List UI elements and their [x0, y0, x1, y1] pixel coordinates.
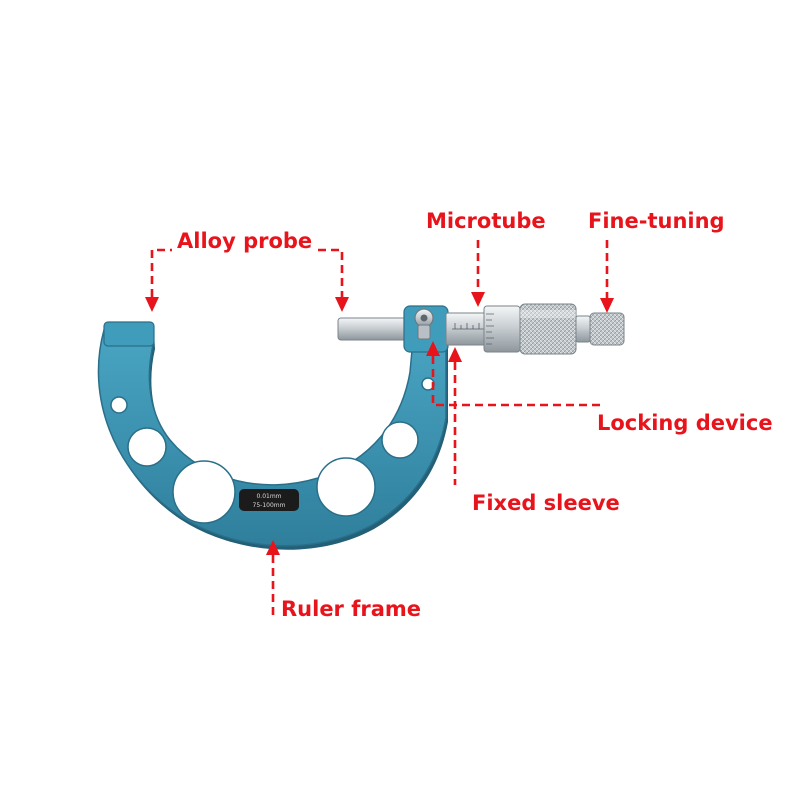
thimble-graduations: [486, 313, 494, 345]
frame-hole-left-upper: [127, 427, 167, 467]
ratchet: [589, 312, 625, 346]
micrometer-head: [337, 303, 625, 355]
annotation-ruler-frame: Ruler frame: [266, 540, 421, 621]
annotation-fine-tuning: Fine-tuning: [588, 209, 725, 313]
label-fine-tuning: Fine-tuning: [588, 209, 725, 233]
label-alloy-probe: Alloy probe: [177, 229, 312, 253]
locking-device: [414, 308, 434, 340]
frame-hole-large-left: [172, 460, 236, 524]
annotation-alloy-probe: Alloy probe: [145, 229, 349, 312]
thimble-knurl-highlight: [520, 310, 576, 318]
frame-plate-line1: 0.01mm: [256, 493, 281, 500]
ratchet-neck: [575, 315, 591, 343]
label-ruler-frame: Ruler frame: [281, 597, 421, 621]
annotation-microtube: Microtube: [426, 209, 546, 307]
label-fixed-sleeve: Fixed sleeve: [472, 491, 620, 515]
ruler-frame: 0.01mm 75-100mm: [97, 317, 448, 550]
annotation-fixed-sleeve: Fixed sleeve: [448, 347, 620, 515]
frame-hole-small-left: [110, 396, 128, 414]
anvil-post: [103, 321, 155, 347]
spindle: [337, 317, 411, 341]
sleeve-graduations: [452, 323, 484, 330]
thimble: [483, 305, 521, 353]
label-locking-device: Locking device: [597, 411, 773, 435]
frame-hole-right-upper: [381, 421, 419, 459]
frame-plate: [239, 489, 299, 511]
annotation-locking-device: Locking device: [426, 341, 773, 435]
label-microtube: Microtube: [426, 209, 546, 233]
frame-plate-line2: 75-100mm: [253, 502, 286, 509]
frame-hole-large-right: [316, 457, 376, 517]
